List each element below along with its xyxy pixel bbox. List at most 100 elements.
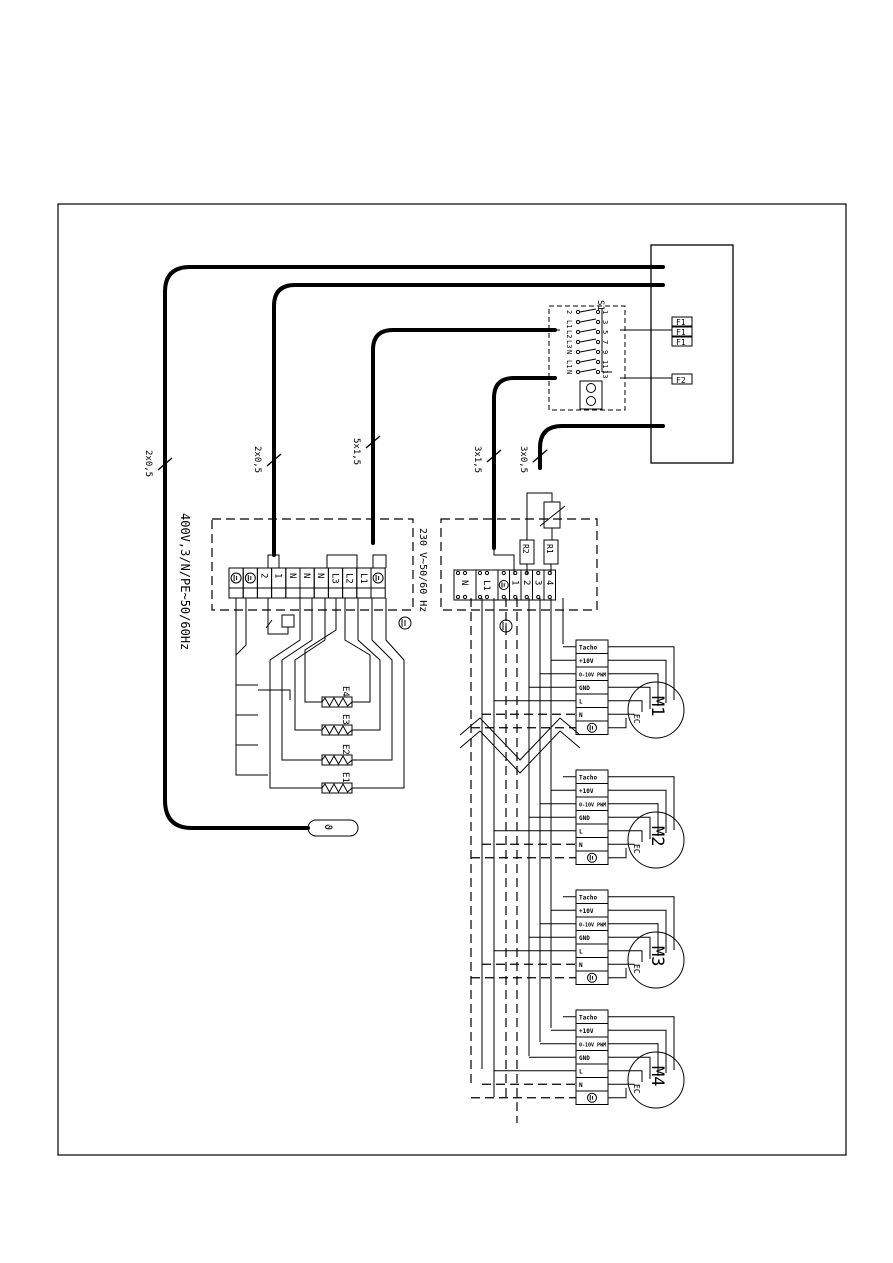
- sensor-symbol: ϑ: [322, 824, 333, 830]
- fuse-label: F1: [676, 318, 686, 327]
- heater-wiring: [235, 598, 405, 789]
- motor-pin-label: GND: [579, 935, 590, 942]
- switch-terminal: [575, 349, 581, 355]
- motor-pin-label: 0-10V PWM: [579, 803, 606, 809]
- heater-terminal-label: N: [301, 573, 311, 578]
- thermostat-icon: [281, 614, 295, 628]
- fuse-f1-b: [671, 326, 693, 337]
- heater-terminal-label: 1: [273, 573, 283, 578]
- switch-terminal-label: 9: [601, 350, 609, 354]
- switch-terminal-label: 11: [601, 360, 609, 368]
- motor-pin-label: N: [579, 712, 583, 719]
- motor-type: EC: [632, 1084, 641, 1094]
- control-supply-label: 230 V~50/60 Hz: [417, 528, 428, 612]
- motor-pin-label: Tacho: [579, 895, 597, 902]
- switch-terminal: [595, 329, 601, 335]
- switch-terminal-label: 5: [601, 330, 609, 334]
- switch-terminal-label: 13: [601, 370, 609, 378]
- motor-name: M2: [647, 826, 667, 846]
- switch-terminal: [575, 319, 581, 325]
- fuse-f2: [671, 373, 693, 385]
- motor-pin-label: Tacho: [579, 1015, 597, 1022]
- switch-terminal-label: L1: [565, 360, 573, 368]
- switch-terminal: [595, 309, 601, 315]
- heater-element-label: E2: [340, 744, 350, 755]
- heater-element-label: E1: [340, 772, 350, 783]
- resistor-label: R1: [545, 544, 554, 554]
- heater-terminal: [370, 567, 386, 599]
- motor-pin-label: N: [579, 1082, 583, 1089]
- cable-label-1: 2x0,5: [143, 450, 153, 477]
- heater-terminal-label: L2: [344, 573, 354, 584]
- motor-pin-label: +10V: [579, 1028, 594, 1035]
- heater-terminal-label: L3: [329, 573, 339, 584]
- motor-pin-label: N: [579, 962, 583, 969]
- resistor-label: R2: [521, 544, 530, 554]
- switch-terminal: [595, 349, 601, 355]
- cable-label-3: 5x1,5: [351, 438, 361, 465]
- motor-pin-label: Tacho: [579, 775, 597, 782]
- heater-terminal-label: 2: [258, 573, 268, 578]
- heater-element-label: E3: [340, 714, 350, 725]
- motor-pin-label: 0-10V PWM: [579, 923, 606, 929]
- potentiometer: [543, 501, 561, 529]
- switch-terminal-label: 1: [601, 310, 609, 314]
- heater-element-e4: E4: [321, 686, 353, 708]
- motor-pin-label: GND: [579, 815, 590, 822]
- motor-name: M3: [647, 946, 667, 966]
- motor-bus: [459, 598, 581, 1123]
- switch-terminal-label: 2: [565, 310, 573, 314]
- motor-pin-label: +10V: [579, 658, 594, 665]
- heater-terminal-label: N: [287, 573, 297, 578]
- switch-terminal: [595, 339, 601, 345]
- cable-label-5: 3x0,5: [518, 446, 528, 473]
- switch-terminal: [595, 369, 601, 375]
- motor-name: M1: [647, 696, 667, 716]
- switch-terminal: [575, 309, 581, 315]
- motor-pin-label: GND: [579, 1055, 590, 1062]
- switch-terminal-label: N: [565, 350, 573, 354]
- heater-element-e2: E2: [321, 744, 353, 766]
- temperature-sensor: ϑ: [307, 819, 359, 837]
- fuse-f1-c: [671, 336, 693, 347]
- switch-terminal-label: L2: [565, 330, 573, 338]
- control-cabinet: [650, 244, 734, 464]
- switch-terminal-label: 7: [601, 340, 609, 344]
- motor-circle: [627, 931, 685, 989]
- fan-terminal-label: 4: [544, 580, 554, 585]
- fuse-f1-a: [671, 316, 693, 327]
- fan-terminal-label: L1: [481, 580, 491, 591]
- fuse-label: F2: [676, 376, 686, 385]
- motor-pin-label: 0-10V PWM: [579, 1043, 606, 1049]
- cable-bundle: [163, 265, 665, 830]
- heater-element-e3: E3: [321, 714, 353, 736]
- motor-pin-label: L: [579, 949, 583, 956]
- heater-element-label: E4: [340, 686, 350, 697]
- fan-terminal-label: 2: [521, 580, 531, 585]
- motor-pin-label: L: [579, 1069, 583, 1076]
- motor-circle: [627, 681, 685, 739]
- motor-circle: [627, 811, 685, 869]
- motor-pin-label: L: [579, 829, 583, 836]
- motor-circle: [627, 1051, 685, 1109]
- diagram-frame: [57, 203, 847, 1156]
- motor-pin-label: +10V: [579, 788, 594, 795]
- motor-type: EC: [632, 714, 641, 724]
- switch-terminal-label: 3: [601, 320, 609, 324]
- motor-type: EC: [632, 844, 641, 854]
- motor-pin-label: L: [579, 699, 583, 706]
- switch-terminal: [595, 359, 601, 365]
- switch-terminal-label: N: [565, 370, 573, 374]
- heater-pe-icon: [398, 616, 412, 630]
- heater-element-e1: E1: [321, 772, 353, 794]
